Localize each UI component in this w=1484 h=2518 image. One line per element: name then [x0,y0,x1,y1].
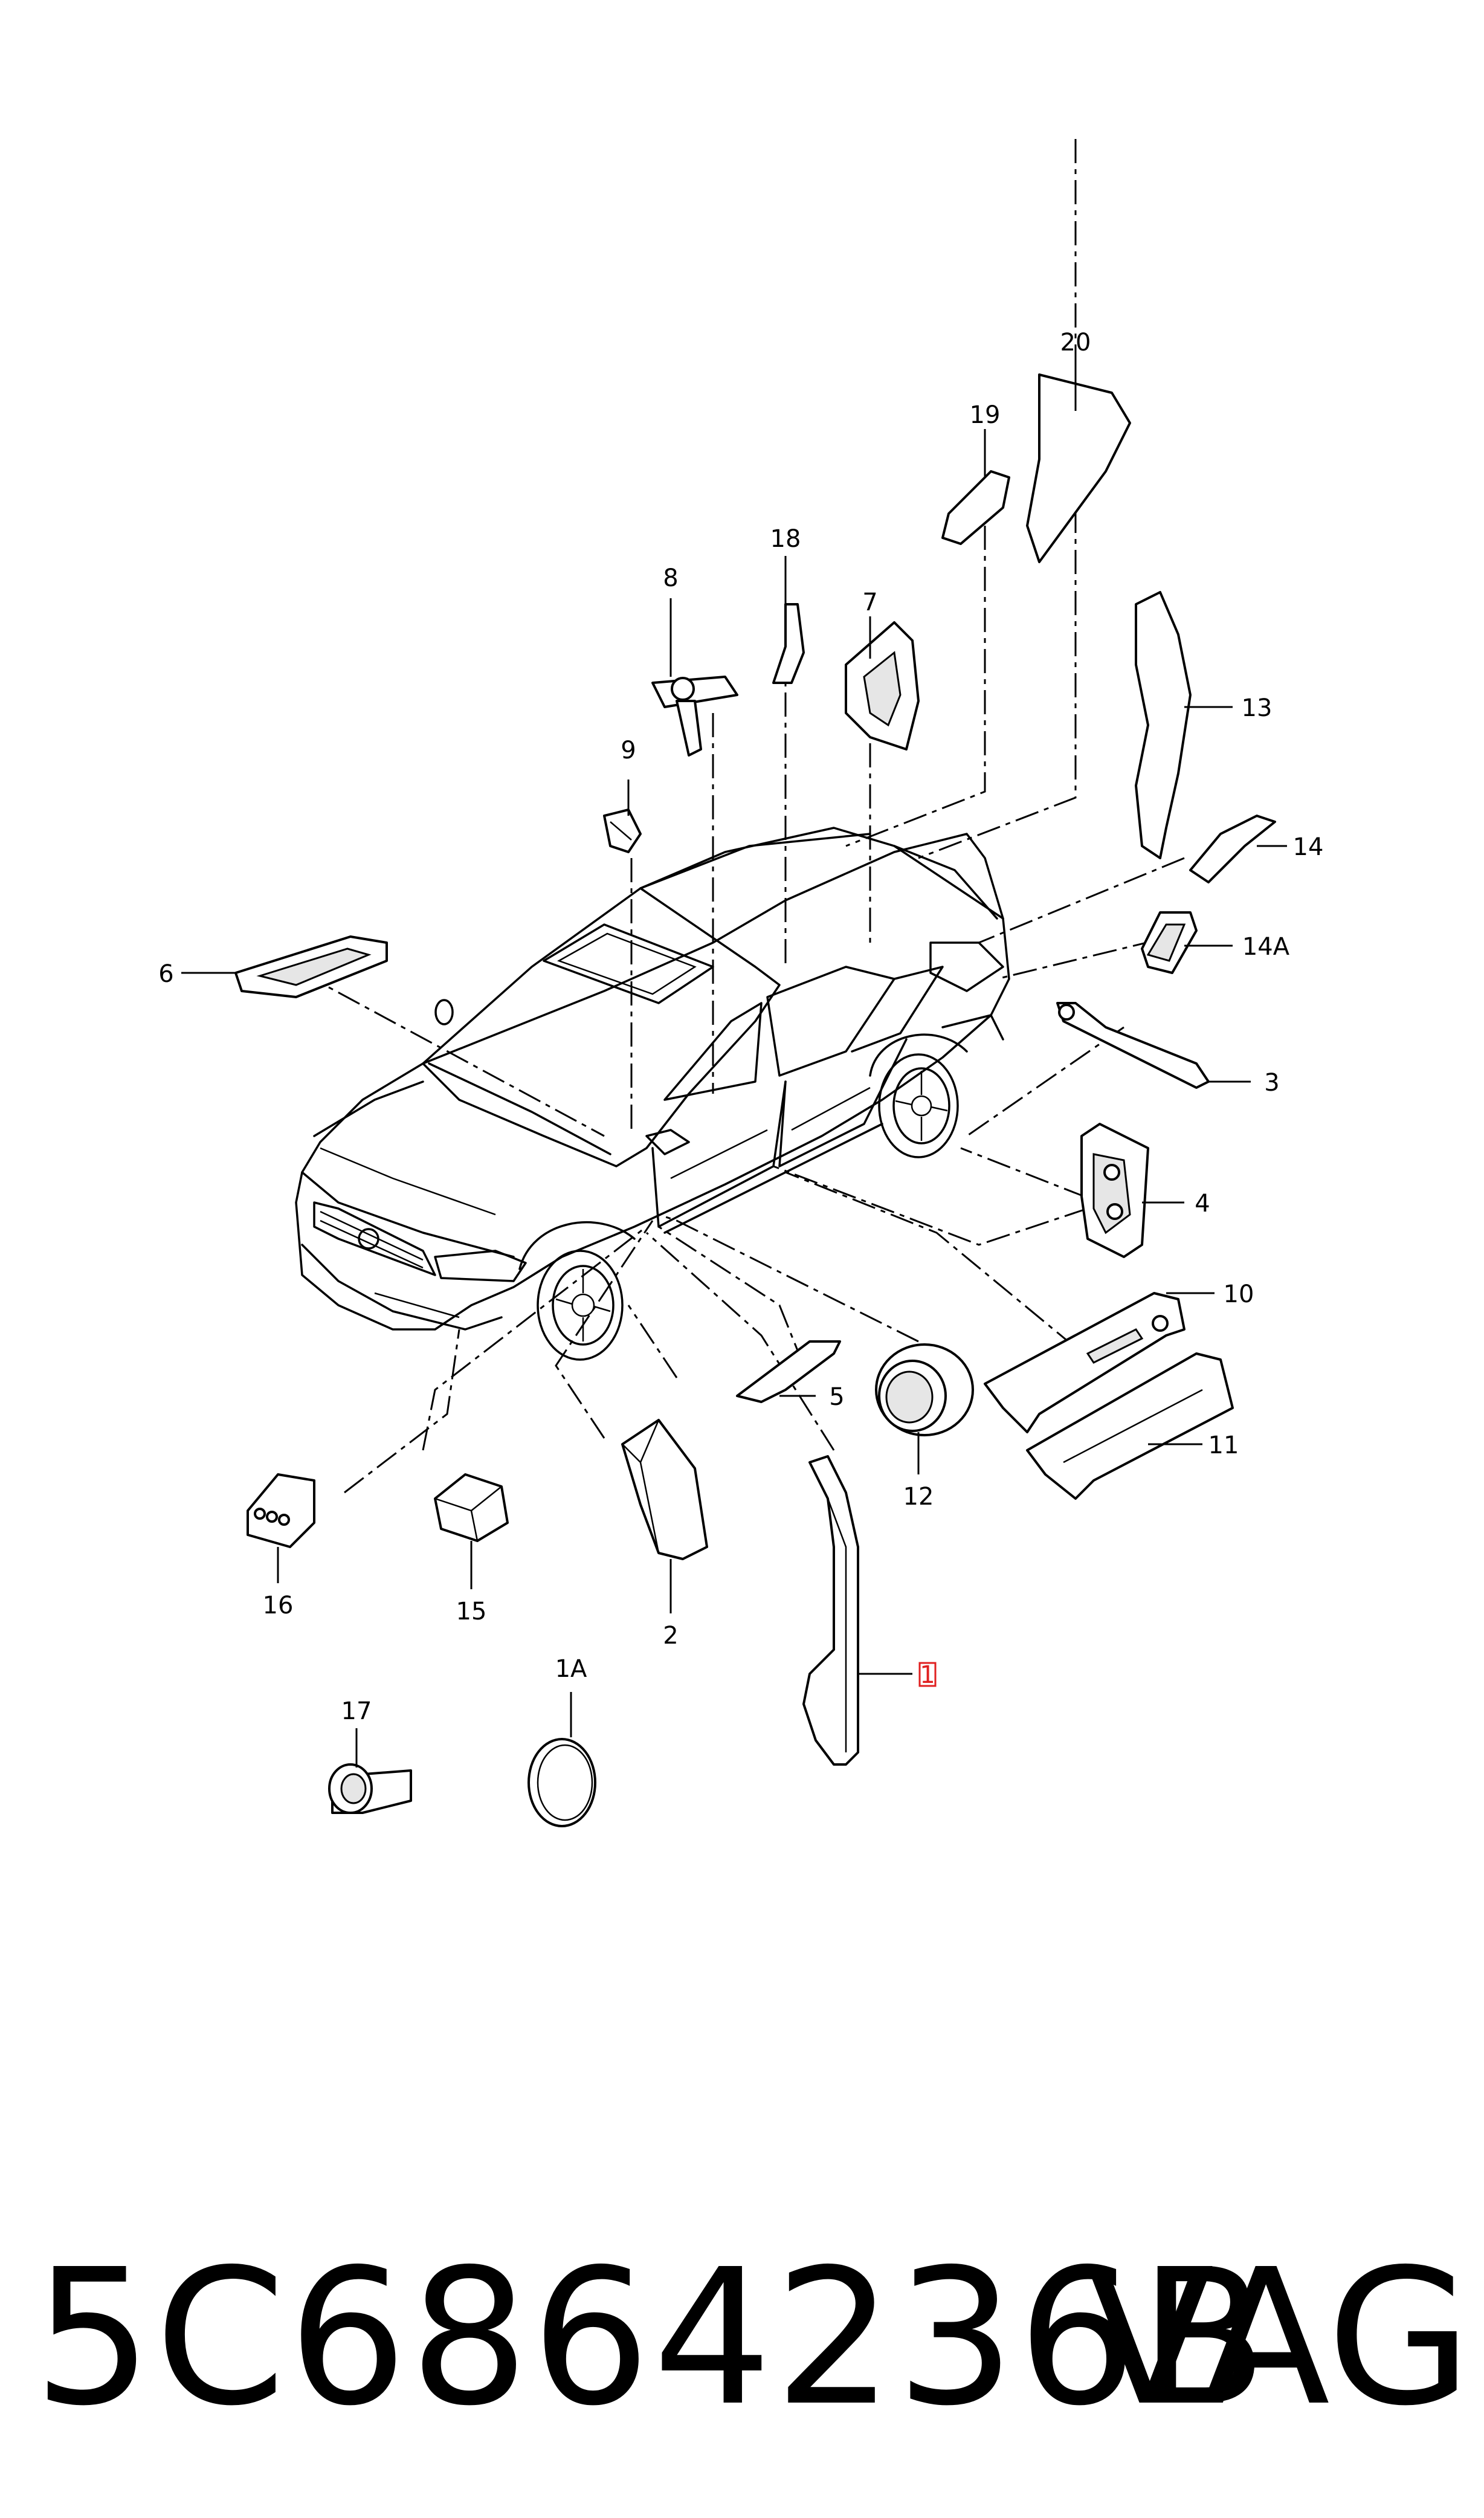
label-20[interactable]: 20 [1060,329,1091,357]
label-17[interactable]: 17 [341,1697,372,1725]
label-14a[interactable]: 14A [1242,933,1290,961]
part-number-text: 5C6864236B [33,2229,1270,2447]
label-1a[interactable]: 1A [555,1655,587,1683]
label-12[interactable]: 12 [903,1483,934,1511]
label-1[interactable]: 1 [920,1661,935,1689]
part-14a-shape [1141,911,1198,974]
part-20-shape [1026,373,1131,563]
label-13[interactable]: 13 [1242,694,1273,722]
label-11[interactable]: 11 [1208,1432,1239,1459]
part-19-shape [941,470,1010,545]
part-10-shape [984,1292,1186,1433]
label-19[interactable]: 19 [970,401,1001,429]
label-8[interactable]: 8 [663,564,678,592]
label-16[interactable]: 16 [263,1592,294,1619]
label-10[interactable]: 10 [1224,1280,1254,1308]
part-1a-shape [527,1738,596,1827]
part-12-shape [875,1343,974,1436]
part-5-shape [736,1340,841,1403]
part-4-shape [1080,1123,1149,1258]
label-18[interactable]: 18 [770,525,801,553]
brand-text: VAG [1085,2229,1472,2447]
leader-lines [181,363,1287,1767]
part-14-shape [1189,815,1276,883]
label-1-highlight-box [918,1662,937,1687]
part-6-shape [234,935,388,998]
part-1-shape [802,1455,859,1766]
car-illustration [295,827,1010,1361]
part-3-shape [1056,1002,1210,1089]
label-15[interactable]: 15 [456,1598,487,1625]
part-13-shape [1135,591,1192,859]
part-7-shape [845,621,920,751]
part-2-shape [621,1419,708,1560]
label-9[interactable]: 9 [621,737,636,764]
label-3[interactable]: 3 [1264,1069,1279,1097]
part-18-shape [772,603,805,684]
label-5[interactable]: 5 [829,1383,844,1411]
exploded-parts-diagram: 20 19 18 7 8 9 13 14 14A 6 3 4 10 11 5 1… [158,139,1323,1827]
label-14[interactable]: 14 [1293,833,1324,861]
part-9-shape [603,809,642,853]
label-2[interactable]: 2 [663,1622,678,1650]
part-8-shape [651,676,738,757]
footer: 5C6864236B VAG [0,2224,1484,2453]
callout-labels: 20 19 18 7 8 9 13 14 14A 6 3 4 10 11 5 1… [158,329,1323,1725]
part-16-shape [247,1473,315,1548]
part-15-shape [434,1473,509,1542]
label-7[interactable]: 7 [862,589,877,616]
label-4[interactable]: 4 [1195,1190,1210,1218]
label-6[interactable]: 6 [158,960,173,988]
part-17-shape [328,1763,412,1814]
